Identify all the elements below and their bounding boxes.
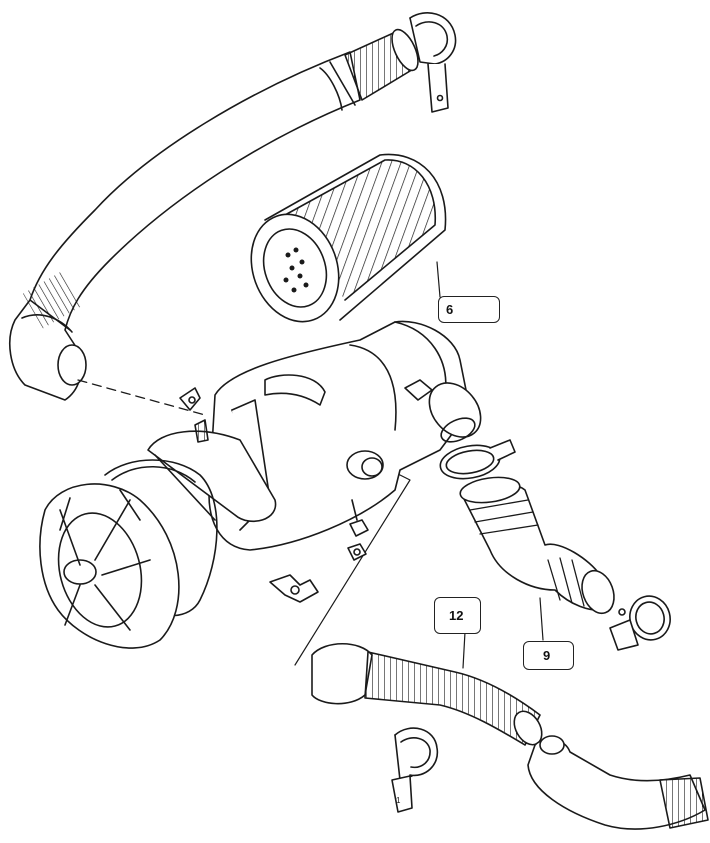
upper-hose-clamp [409,12,457,113]
svg-text:1: 1 [396,796,401,805]
housing-shell [104,430,277,617]
air-filter-element [250,153,447,323]
hose-clamp-lower [609,595,671,651]
spring-clip [269,574,319,603]
callout-9-label: 9 [543,648,551,663]
stud-bolt [194,419,209,443]
rubber-intake-elbow [459,476,615,641]
nut-and-bolt [347,499,369,561]
lower-outlet-hose [527,735,709,830]
callout-6-label: 6 [446,302,454,317]
callout-6: 6 [438,296,500,323]
hose-clamp-upper [439,439,516,480]
lower-intake-hose [311,631,543,746]
callout-12: 12 [434,597,481,634]
wing-nut-top [179,387,201,411]
upper-intake-hose [9,28,419,401]
assembly-line-upper [77,379,206,416]
callout-12-label: 12 [449,608,464,623]
lower-hose-bracket: 1 [391,727,439,813]
callout-9: 9 [523,641,574,670]
air-filter-end-cap [39,483,180,649]
